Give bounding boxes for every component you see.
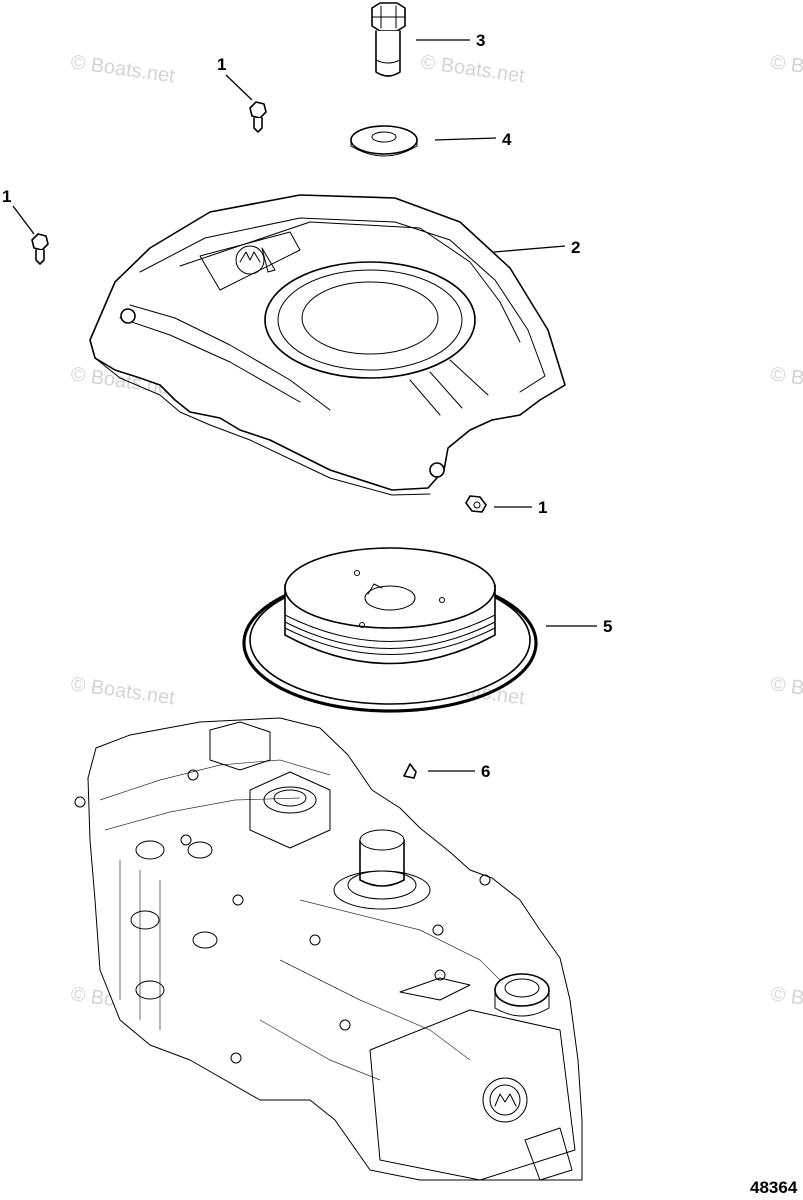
bolt-part — [371, 2, 406, 77]
callout-6: 6 — [481, 762, 490, 781]
key-part — [403, 763, 417, 779]
screw-part — [465, 495, 487, 513]
watermark: © Boats.net — [769, 983, 803, 1019]
flywheel-cover-part — [89, 194, 566, 496]
screw-part — [31, 233, 49, 265]
engine-block — [74, 717, 583, 1181]
leader-lines — [12, 39, 597, 772]
callout-3: 3 — [476, 31, 485, 50]
watermark: © Boats.net — [769, 363, 803, 399]
callout-2: 2 — [571, 238, 580, 257]
flywheel-part — [242, 547, 538, 713]
washer-part — [350, 125, 418, 157]
watermark: © Boats.net — [769, 673, 803, 709]
callouts: 3 4 2 1 1 1 5 6 — [2, 31, 612, 781]
callout-4: 4 — [502, 130, 512, 149]
callout-1: 1 — [538, 498, 547, 517]
callout-5: 5 — [603, 617, 612, 636]
watermark: © Boats.net — [69, 51, 176, 87]
callout-1: 1 — [2, 187, 11, 206]
watermark: © Boats.net — [769, 51, 803, 87]
watermark: © Boats.net — [419, 51, 526, 87]
screw-part — [249, 101, 267, 133]
callout-1: 1 — [217, 55, 226, 74]
watermark: © Boats.net — [69, 673, 176, 709]
reference-number: 48364 — [750, 1178, 798, 1197]
